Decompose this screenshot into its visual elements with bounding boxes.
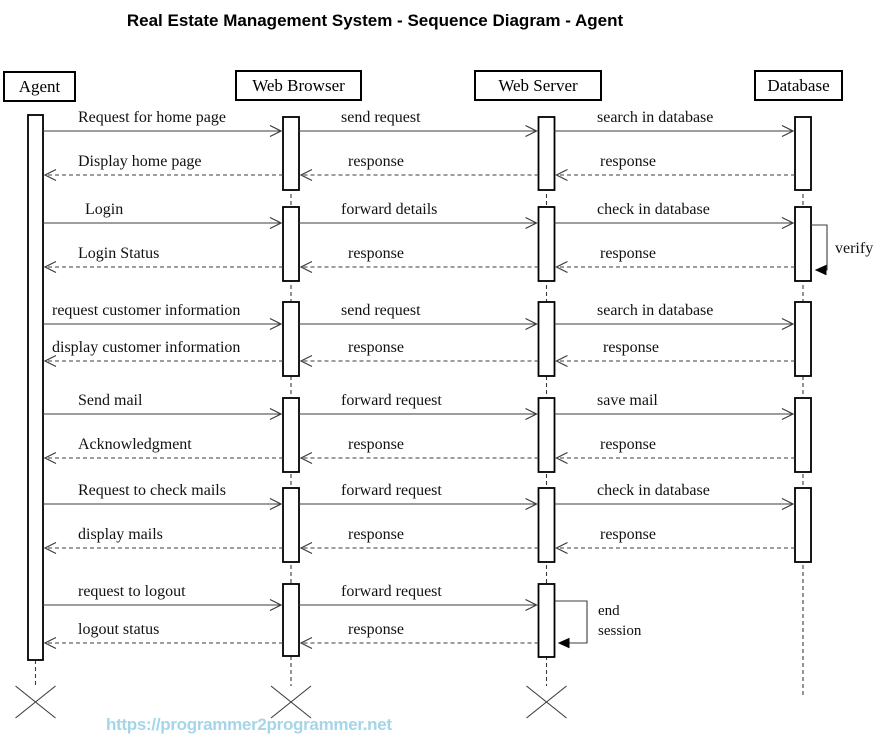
activation-bar bbox=[282, 206, 300, 282]
message-label: Login bbox=[85, 201, 124, 218]
activation-bar bbox=[794, 397, 812, 473]
message-label: check in database bbox=[597, 482, 710, 499]
message-label: Login Status bbox=[78, 245, 160, 262]
message-label: response bbox=[348, 153, 404, 170]
message-label: response bbox=[600, 153, 656, 170]
activation-bar-agent bbox=[27, 114, 44, 661]
activation-bar bbox=[282, 301, 300, 377]
message-label: send request bbox=[341, 302, 421, 319]
actor-label: Agent bbox=[18, 76, 61, 96]
actor-label: Web Browser bbox=[252, 75, 345, 95]
message-label: response bbox=[348, 621, 404, 638]
destroy-x-agent bbox=[15, 685, 56, 719]
message-label: response bbox=[600, 526, 656, 543]
activation-bar bbox=[794, 301, 812, 377]
actor-box-web-server: Web Server bbox=[474, 70, 602, 101]
actor-box-database: Database bbox=[754, 70, 843, 101]
message-label: forward request bbox=[341, 392, 442, 409]
message-label: display mails bbox=[78, 526, 163, 543]
actor-label: Web Server bbox=[498, 75, 578, 95]
destroy-x-web-server bbox=[526, 685, 567, 719]
activation-bar bbox=[794, 116, 812, 191]
message-label: request customer information bbox=[52, 302, 241, 319]
destroy-x-marks bbox=[15, 685, 567, 719]
message-label: send request bbox=[341, 109, 421, 126]
message-label: Display home page bbox=[78, 153, 202, 170]
message-label: display customer information bbox=[52, 339, 241, 356]
activation-bar bbox=[794, 487, 812, 563]
activation-bar bbox=[537, 583, 556, 658]
self-message-end-session bbox=[555, 600, 588, 649]
message-label: response bbox=[603, 339, 659, 356]
message-label: search in database bbox=[597, 302, 714, 319]
message-label: forward request bbox=[341, 583, 442, 600]
message-label: response bbox=[348, 526, 404, 543]
request-arrows bbox=[43, 124, 795, 612]
self-message-label-verify: verify bbox=[835, 240, 874, 257]
message-label: Request to check mails bbox=[78, 482, 226, 499]
destroy-x-web-browser bbox=[270, 685, 312, 719]
message-label: response bbox=[348, 339, 404, 356]
watermark-link: https://programmer2programmer.net bbox=[106, 715, 392, 734]
activation-bar bbox=[537, 301, 556, 377]
message-label: forward details bbox=[341, 201, 438, 218]
actor-box-agent: Agent bbox=[3, 71, 76, 102]
self-message-verify bbox=[811, 224, 828, 276]
message-label: Request for home page bbox=[78, 109, 226, 126]
actor-label: Database bbox=[767, 75, 830, 95]
activation-bar bbox=[537, 206, 556, 282]
activation-bar bbox=[282, 487, 300, 563]
message-label: Send mail bbox=[78, 392, 143, 409]
activation-bar bbox=[537, 116, 556, 191]
message-label: response bbox=[348, 245, 404, 262]
message-label: save mail bbox=[597, 392, 658, 409]
message-label: logout status bbox=[78, 621, 160, 638]
activation-bar bbox=[282, 116, 300, 191]
actor-box-web-browser: Web Browser bbox=[235, 70, 362, 101]
activation-bar bbox=[282, 397, 300, 473]
activation-bar bbox=[537, 487, 556, 563]
activation-bar bbox=[794, 206, 812, 282]
diagram-title: Real Estate Management System - Sequence… bbox=[126, 11, 624, 30]
message-label: response bbox=[600, 436, 656, 453]
activation-bar bbox=[537, 397, 556, 473]
activation-bars bbox=[27, 114, 812, 661]
message-label: forward request bbox=[341, 482, 442, 499]
message-label: search in database bbox=[597, 109, 714, 126]
message-label: request to logout bbox=[78, 583, 186, 600]
message-label: check in database bbox=[597, 201, 710, 218]
message-label: Acknowledgment bbox=[78, 436, 192, 453]
message-label: response bbox=[600, 245, 656, 262]
self-message-label-end-session: end session bbox=[598, 603, 642, 639]
activation-bar bbox=[282, 583, 300, 657]
response-arrows bbox=[43, 168, 795, 650]
message-label: response bbox=[348, 436, 404, 453]
